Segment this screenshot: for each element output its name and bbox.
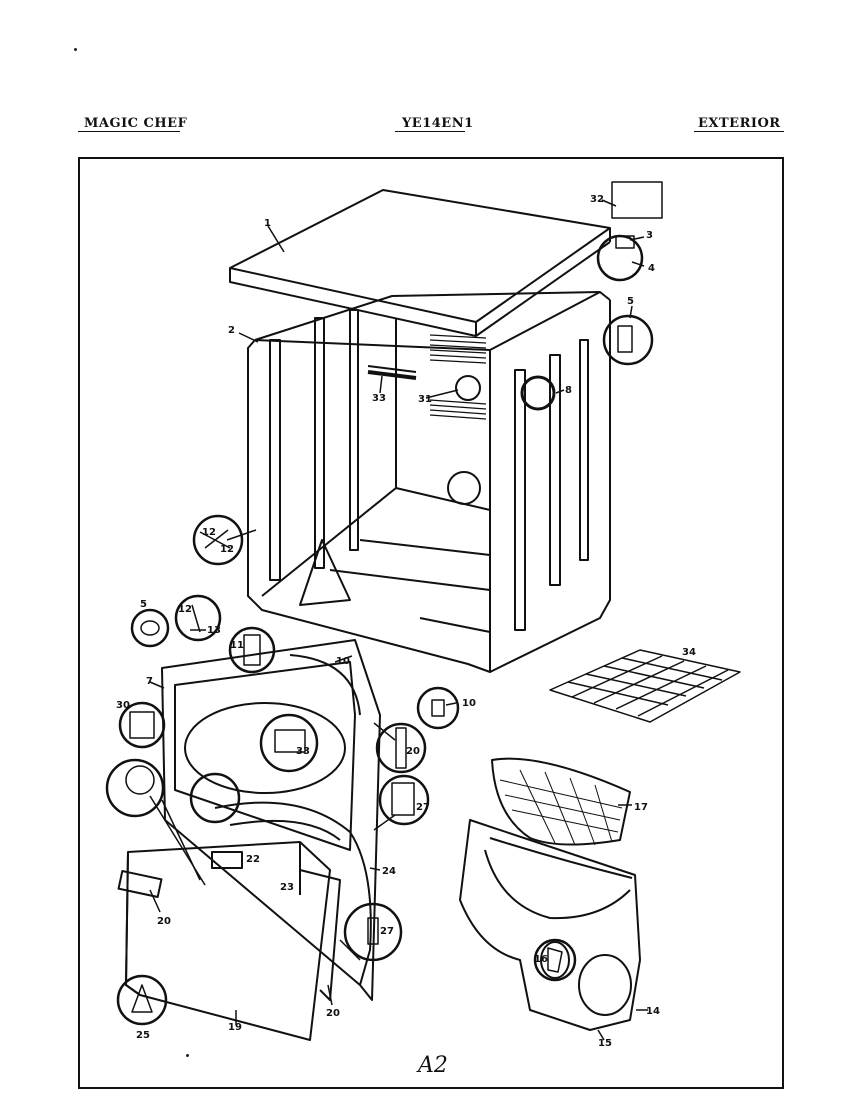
- callout-30: 30: [116, 700, 130, 711]
- scan-speck: [74, 48, 77, 51]
- lint-screen: [491, 757, 631, 846]
- callout-3: 3: [646, 230, 653, 241]
- callout-10-bracket: 10: [462, 698, 476, 709]
- callout-12-hinge: 12: [178, 604, 192, 615]
- callout-5-upper: 5: [627, 296, 634, 307]
- page-mark: A2: [418, 1053, 448, 1078]
- callout-33-panel: 33: [296, 746, 310, 757]
- door: [117, 841, 331, 1041]
- callout-33-cabinet: 33: [372, 393, 386, 404]
- callout-19: 19: [228, 1022, 242, 1033]
- header-rule-left: [78, 131, 180, 132]
- callout-31: 31: [418, 394, 432, 405]
- brand-label: MAGIC CHEF: [84, 116, 188, 131]
- callout-20-gasket: 20: [326, 1008, 340, 1019]
- callout-34: 34: [682, 647, 696, 658]
- door-inner: [214, 801, 372, 1001]
- diagram-frame: [78, 157, 784, 1089]
- callout-17: 17: [634, 802, 648, 813]
- callout-27-switch: 27: [416, 802, 430, 813]
- scan-speck: [186, 1054, 189, 1057]
- callout-20-handle: 20: [157, 916, 171, 927]
- callout-23: 23: [280, 882, 294, 893]
- section-title: EXTERIOR: [698, 116, 781, 131]
- callout-25: 25: [136, 1030, 150, 1041]
- lint-duct: [459, 819, 641, 1031]
- header-rule-right: [694, 131, 784, 132]
- callout-8: 8: [565, 385, 572, 396]
- callout-16: 16: [534, 954, 548, 965]
- callout-1: 1: [264, 218, 271, 229]
- leader-lines: [149, 199, 648, 1041]
- callout-20-side: 20: [406, 746, 420, 757]
- callout-5-lower: 5: [140, 599, 147, 610]
- model-number: YE14EN1: [402, 116, 474, 131]
- detail-circles: [105, 234, 654, 1026]
- callout-27-latch: 27: [380, 926, 394, 937]
- callout-4: 4: [648, 263, 655, 274]
- callout-14: 14: [646, 1006, 660, 1017]
- callout-12-cabinet-b: 12: [220, 544, 234, 555]
- callout-24: 24: [382, 866, 396, 877]
- callout-15: 15: [598, 1038, 612, 1049]
- callout-12-cabinet: 12: [202, 527, 216, 538]
- header-rule-center: [395, 131, 465, 132]
- callout-13: 13: [207, 625, 221, 636]
- cabinet: [247, 291, 611, 673]
- callout-32: 32: [590, 194, 604, 205]
- top-panel: [229, 189, 611, 337]
- callout-10-panel: 10: [336, 656, 350, 667]
- callout-2: 2: [228, 325, 235, 336]
- callout-7: 7: [146, 676, 153, 687]
- callout-11: 11: [230, 640, 244, 651]
- callout-22: 22: [246, 854, 260, 865]
- base-grille: [549, 649, 741, 723]
